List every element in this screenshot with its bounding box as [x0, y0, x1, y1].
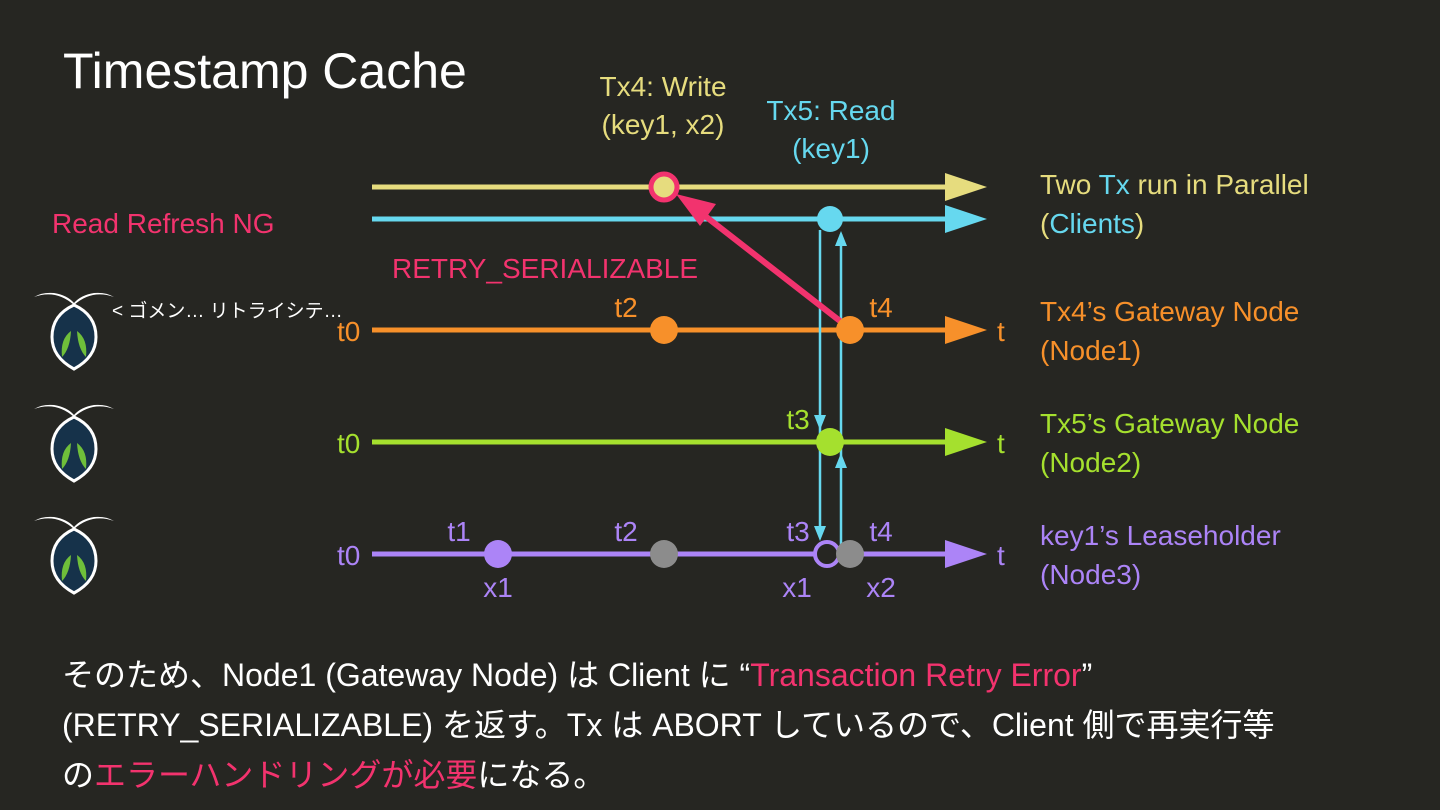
node3-value-x1-first: x1: [483, 572, 513, 603]
node1-timeline-arrowhead: [945, 316, 987, 344]
node3-timeline-arrowhead: [945, 540, 987, 568]
node3-event-t3: [813, 540, 841, 568]
node3-time-t3: t3: [786, 516, 809, 547]
node1-start-label: t0: [337, 316, 360, 347]
node3-role-line2: (Node3): [1040, 559, 1141, 590]
node1-event-t2: [650, 316, 678, 344]
node2-end-label: t: [997, 428, 1005, 459]
node3-value-x2: x2: [866, 572, 896, 603]
caption-text: の: [62, 757, 95, 793]
node3-time-t4: t4: [869, 516, 892, 547]
tx5-timeline-arrowhead: [945, 205, 987, 233]
clients-label-line2: (Clients): [1040, 208, 1144, 239]
node3-end-label: t: [997, 540, 1005, 571]
caption-text: ”: [1081, 657, 1093, 693]
page-title: Timestamp Cache: [63, 43, 467, 99]
node3-value-x1-second: x1: [782, 572, 812, 603]
clients-label-part: ): [1135, 208, 1144, 239]
node2-time-t3: t3: [786, 404, 809, 435]
node1-cockroach-logo: [32, 291, 116, 371]
node3-event-t4: [836, 540, 864, 568]
node1-role-line1: Tx4’s Gateway Node: [1040, 296, 1299, 327]
caption-text: (RETRY_SERIALIZABLE) を返す。Tx は ABORT している…: [62, 707, 1275, 743]
tx4-label-line2: (key1, x2): [602, 109, 725, 140]
node3-time-t2: t2: [614, 516, 637, 547]
node2-timeline-arrowhead: [945, 428, 987, 456]
clients-label-part: Two: [1040, 169, 1099, 200]
node1-role-line2: (Node1): [1040, 335, 1141, 366]
retry-error-arrowhead: [676, 194, 716, 226]
node3-event-t1: [484, 540, 512, 568]
node1-event-t4: [836, 316, 864, 344]
node2-start-label: t0: [337, 428, 360, 459]
clients-label-part: Clients: [1049, 208, 1135, 239]
caption-text: になる。: [477, 757, 606, 793]
retry-error-label: RETRY_SERIALIZABLE: [392, 253, 698, 284]
node2-role-line1: Tx5’s Gateway Node: [1040, 408, 1299, 439]
tx5-response-arrowhead-node2: [835, 453, 847, 468]
node3-event-t2: [650, 540, 678, 568]
node2-role-line2: (Node2): [1040, 447, 1141, 478]
node1-time-t4: t4: [869, 292, 892, 323]
node2-cockroach-logo: [32, 403, 116, 483]
retry-error-arrow: [698, 209, 842, 324]
caption-highlight: エラーハンドリングが必要: [94, 757, 478, 793]
tx4-timeline-arrowhead: [945, 173, 987, 201]
caption-line-3: のエラーハンドリングが必要になる。: [62, 750, 1402, 800]
caption-text: そのため、Node1 (Gateway Node) は Client に “: [62, 657, 751, 693]
caption-line-2: (RETRY_SERIALIZABLE) を返す。Tx は ABORT している…: [62, 700, 1402, 750]
node2-event-t3: [816, 428, 844, 456]
tx5-request-arrowhead-node2: [814, 415, 826, 430]
clients-label-part: Parallel: [1215, 169, 1308, 200]
node3-start-label: t0: [337, 540, 360, 571]
read-refresh-ng-label: Read Refresh NG: [52, 208, 275, 239]
tx5-request-arrowhead-node3: [814, 526, 826, 541]
caption-highlight: Transaction Retry Error: [750, 657, 1082, 693]
clients-label-part: Tx: [1099, 169, 1130, 200]
tx5-label-line1: Tx5: Read: [766, 95, 895, 126]
node3-time-t1: t1: [447, 516, 470, 547]
tx5-read-event: [817, 206, 843, 232]
tx4-label-line1: Tx4: Write: [599, 71, 726, 102]
tx5-response-arrowhead-client: [835, 231, 847, 246]
node1-end-label: t: [997, 316, 1005, 347]
explanation-caption: そのため、Node1 (Gateway Node) は Client に “Tr…: [62, 650, 1402, 800]
clients-label-part: (: [1040, 208, 1050, 239]
node1-speech-bubble: < ゴメン… リトライシテ…: [112, 300, 343, 322]
tx5-label-line2: (key1): [792, 133, 870, 164]
node1-time-t2: t2: [614, 292, 637, 323]
node3-role-line1: key1’s Leaseholder: [1040, 520, 1281, 551]
clients-label-part: run in: [1130, 169, 1216, 200]
node3-cockroach-logo: [32, 515, 116, 595]
caption-line-1: そのため、Node1 (Gateway Node) は Client に “Tr…: [62, 650, 1402, 700]
clients-label-line1: Two Tx run in Parallel: [1040, 169, 1309, 200]
tx4-write-event: [648, 171, 680, 203]
